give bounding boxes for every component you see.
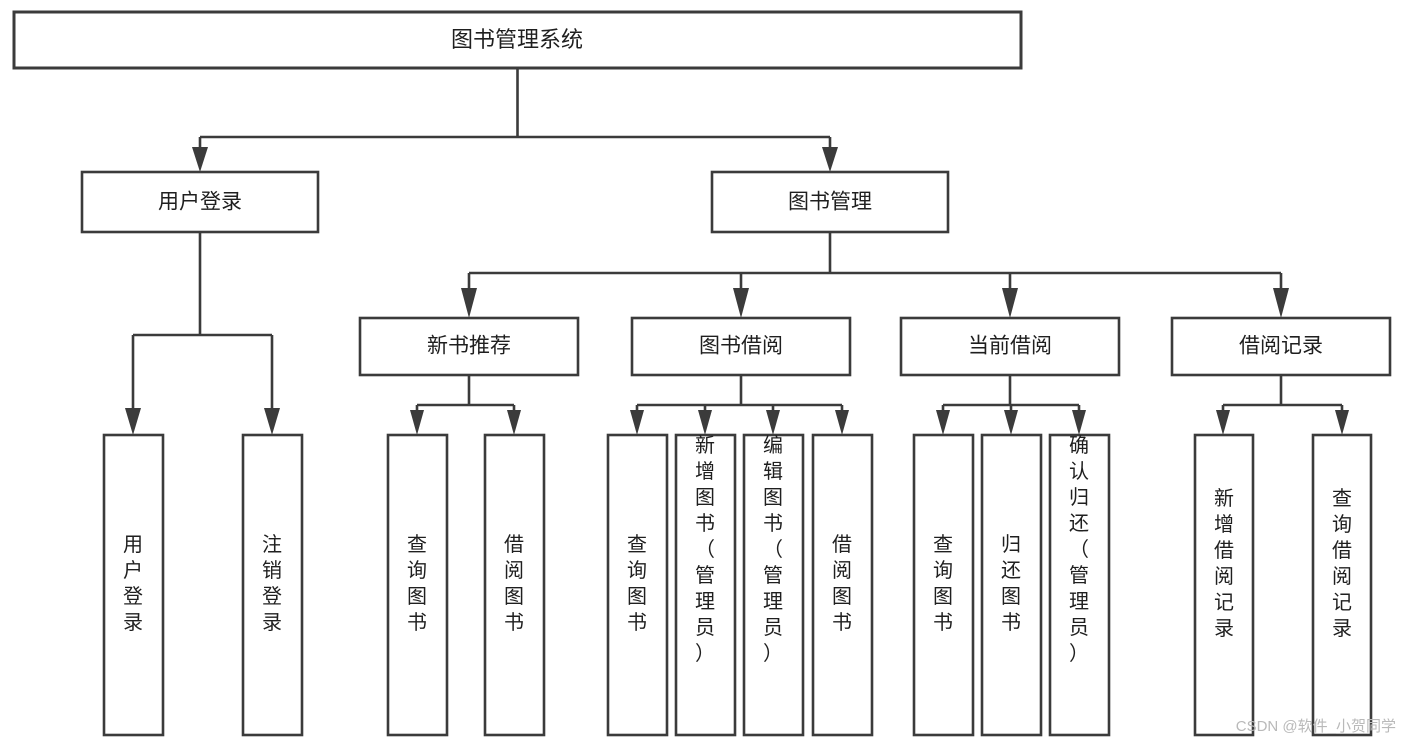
leaf-book-borrow-borrow-label: 借阅图书 <box>832 533 852 634</box>
arrow-head-level1-book <box>822 147 838 172</box>
node-new-book-recommend-box[interactable] <box>358 316 580 377</box>
leaf-borrow-record-query[interactable]: 查询借阅记录 <box>1311 433 1373 737</box>
connector-layer <box>125 68 1349 435</box>
leaf-borrow-record-query-box[interactable] <box>1311 433 1373 737</box>
node-new-book-recommend[interactable]: 新书推荐 <box>358 316 580 377</box>
leaf-book-borrow-add-label: 新增图书（管理员） <box>695 434 715 665</box>
node-user-login[interactable]: 用户登录 <box>80 170 320 234</box>
leaf-book-borrow-add-box[interactable] <box>674 433 737 737</box>
leaf-book-borrow-edit-label: 编辑图书（管理员） <box>763 434 783 665</box>
csdn-watermark: CSDN @软件_小贺同学 <box>1236 718 1396 735</box>
leaf-new-book-query-label: 查询图书 <box>407 533 427 634</box>
leaf-book-borrow-add[interactable]: 新增图书（管理员） <box>674 433 737 737</box>
leaf-new-book-query[interactable]: 查询图书 <box>386 433 449 737</box>
leaf-borrow-record-query-label: 查询借阅记录 <box>1332 487 1352 640</box>
leaf-book-borrow-edit[interactable]: 编辑图书（管理员） <box>742 433 805 737</box>
node-root-label: 图书管理系统 <box>451 27 583 52</box>
leaf-book-borrow-borrow[interactable]: 借阅图书 <box>811 433 874 737</box>
node-user-login-label: 用户登录 <box>158 191 242 214</box>
leaf-user-login-login[interactable]: 用户登录 <box>102 433 165 737</box>
arrow-head-borrowrecord-2 <box>1335 410 1349 435</box>
leaf-current-borrow-query-box[interactable] <box>912 433 975 737</box>
leaf-user-login-login-box[interactable] <box>102 433 165 737</box>
leaf-new-book-query-box[interactable] <box>386 433 449 737</box>
node-new-book-recommend-label: 新书推荐 <box>427 335 511 358</box>
leaf-book-borrow-query-box[interactable] <box>606 433 669 737</box>
arrow-head-level1-user <box>192 147 208 172</box>
leaf-borrow-record-add[interactable]: 新增借阅记录 <box>1193 433 1255 737</box>
leaf-user-login-logout-label: 注销登录 <box>262 533 282 634</box>
arrow-head-bookborrow-1 <box>630 410 644 435</box>
leaf-new-book-borrow-box[interactable] <box>483 433 546 737</box>
leaf-book-borrow-query[interactable]: 查询图书 <box>606 433 669 737</box>
leaf-new-book-borrow[interactable]: 借阅图书 <box>483 433 546 737</box>
arrow-head-bookmgmt-2 <box>733 288 749 318</box>
node-user-login-box[interactable] <box>80 170 320 234</box>
leaf-new-book-borrow-label: 借阅图书 <box>504 533 524 634</box>
node-root-system[interactable]: 图书管理系统 <box>12 10 1023 70</box>
arrow-head-userlogin-2 <box>264 408 280 435</box>
leaf-user-login-login-label: 用户登录 <box>123 534 143 634</box>
node-book-management-box[interactable] <box>710 170 950 234</box>
arrow-head-newbook-1 <box>410 410 424 435</box>
arrow-head-bookmgmt-3 <box>1002 288 1018 318</box>
leaf-current-borrow-return-box[interactable] <box>980 433 1043 737</box>
arrow-head-currentborrow-2 <box>1004 410 1018 435</box>
node-book-borrow-box[interactable] <box>630 316 852 377</box>
leaf-book-borrow-borrow-box[interactable] <box>811 433 874 737</box>
leaf-current-borrow-confirm-box[interactable] <box>1048 433 1111 737</box>
leaf-book-borrow-query-label: 查询图书 <box>627 533 647 634</box>
leaf-borrow-record-add-label: 新增借阅记录 <box>1214 487 1234 640</box>
leaf-book-borrow-edit-box[interactable] <box>742 433 805 737</box>
node-book-management[interactable]: 图书管理 <box>710 170 950 234</box>
arrow-head-bookmgmt-1 <box>461 288 477 318</box>
leaf-borrow-record-add-box[interactable] <box>1193 433 1255 737</box>
arrow-head-userlogin-1 <box>125 408 141 435</box>
arrow-head-borrowrecord-1 <box>1216 410 1230 435</box>
node-current-borrow-box[interactable] <box>899 316 1121 377</box>
node-current-borrow[interactable]: 当前借阅 <box>899 316 1121 377</box>
arrow-head-bookmgmt-4 <box>1273 288 1289 318</box>
node-book-borrow-label: 图书借阅 <box>699 335 783 358</box>
arrow-head-currentborrow-3 <box>1072 410 1086 435</box>
leaf-user-login-logout-box[interactable] <box>241 433 304 737</box>
node-book-management-label: 图书管理 <box>788 191 872 214</box>
leaf-current-borrow-return-label: 归还图书 <box>1001 533 1021 634</box>
node-borrow-record[interactable]: 借阅记录 <box>1170 316 1392 377</box>
node-book-borrow[interactable]: 图书借阅 <box>630 316 852 377</box>
leaf-current-borrow-confirm-label: 确认归还（管理员） <box>1069 434 1089 665</box>
leaf-current-borrow-query-label: 查询图书 <box>933 533 953 634</box>
leaf-current-borrow-confirm[interactable]: 确认归还（管理员） <box>1048 433 1111 737</box>
node-borrow-record-label: 借阅记录 <box>1239 335 1323 358</box>
arrow-head-bookborrow-2 <box>698 410 712 435</box>
node-borrow-record-box[interactable] <box>1170 316 1392 377</box>
arrow-head-bookborrow-4 <box>835 410 849 435</box>
arrow-head-currentborrow-1 <box>936 410 950 435</box>
node-root-box[interactable] <box>12 10 1023 70</box>
leaf-current-borrow-query[interactable]: 查询图书 <box>912 433 975 737</box>
node-current-borrow-label: 当前借阅 <box>968 335 1052 358</box>
leaf-current-borrow-return[interactable]: 归还图书 <box>980 433 1043 737</box>
arrow-head-bookborrow-3 <box>766 410 780 435</box>
leaf-user-login-logout[interactable]: 注销登录 <box>241 433 304 737</box>
arrow-head-newbook-2 <box>507 410 521 435</box>
